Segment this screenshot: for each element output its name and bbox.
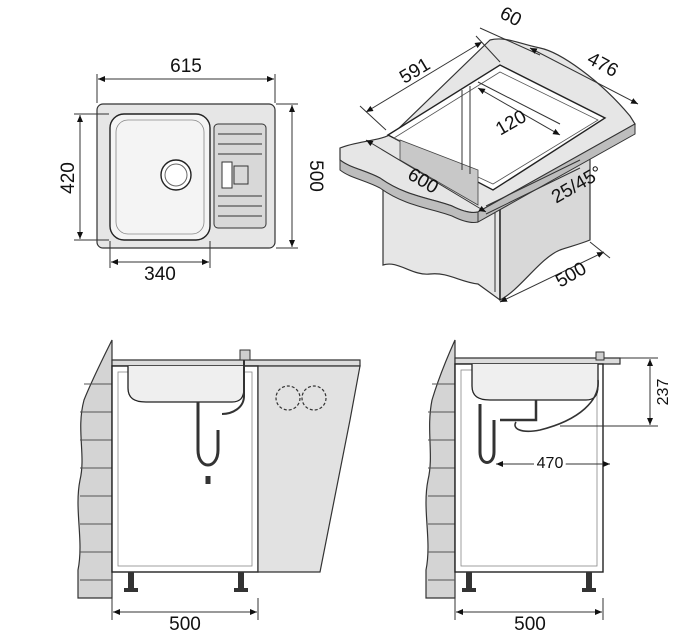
dim-500-top: 500 bbox=[305, 160, 326, 192]
bowl-top bbox=[109, 113, 211, 241]
bowl-front bbox=[127, 366, 245, 403]
wall-front-right bbox=[257, 365, 361, 573]
side-view: 237 470 500 bbox=[425, 339, 672, 635]
brick-wall-front bbox=[77, 339, 113, 599]
overflow-top bbox=[221, 161, 233, 189]
dim-500-iso: 500 bbox=[552, 258, 590, 292]
dim-500-front: 500 bbox=[169, 614, 201, 635]
dim-60: 60 bbox=[496, 3, 524, 31]
dim-615: 615 bbox=[170, 56, 202, 77]
top-view: 615 500 420 340 bbox=[58, 56, 326, 285]
dim-237: 237 bbox=[655, 379, 672, 406]
bowl-side bbox=[471, 364, 599, 401]
dim-470: 470 bbox=[537, 455, 564, 472]
dim-340: 340 bbox=[144, 264, 176, 285]
dim-591: 591 bbox=[396, 54, 434, 88]
brick-wall-side bbox=[425, 339, 456, 599]
dim-420: 420 bbox=[58, 162, 79, 194]
iso-view: 591 60 476 120 600 25/45° 500 bbox=[339, 3, 639, 303]
front-view: 500 bbox=[77, 339, 361, 635]
drainer-top bbox=[213, 123, 267, 229]
dim-500-side: 500 bbox=[514, 614, 546, 635]
